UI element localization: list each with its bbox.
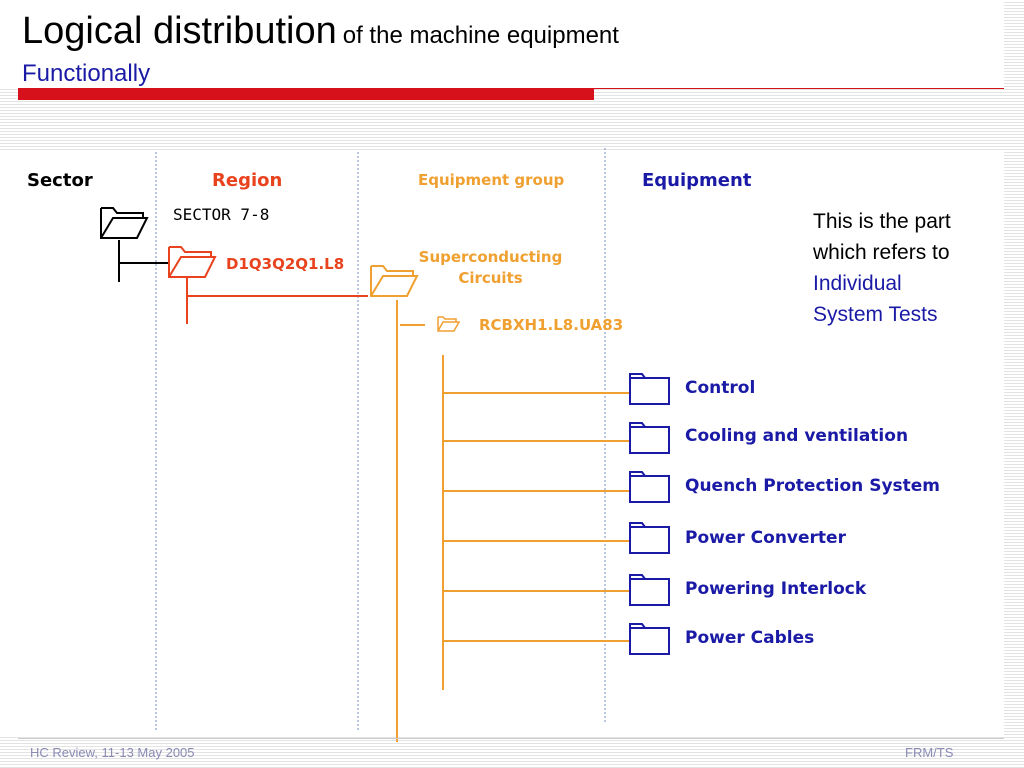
side-note: This is the part which refers to Individ… [813, 206, 951, 330]
title-accent-line [594, 88, 1004, 89]
folder-icon [168, 246, 217, 278]
footer-left: HC Review, 11-13 May 2005 [30, 745, 195, 760]
title-area [0, 0, 1004, 88]
sector-connectors [118, 240, 168, 282]
folder-icon [437, 316, 461, 332]
equipment-item-cooling: Cooling and ventilation [685, 426, 909, 446]
folder-icon [629, 574, 670, 606]
title-subtitle: of the machine equipment [342, 22, 619, 49]
group-connectors [396, 300, 629, 742]
title-accent-bar [18, 88, 594, 100]
tree-group-label-line1: Superconducting [418, 248, 563, 266]
tree-sector-label: SECTOR 7-8 [173, 205, 270, 224]
note-line3: Individual [813, 272, 902, 295]
column-header-region: Region [212, 170, 283, 191]
folder-icon [629, 522, 670, 554]
title-main: Logical distribution [22, 10, 337, 52]
tree-group-label-line2: Circuits [458, 269, 523, 287]
region-connectors [186, 278, 368, 324]
tree-region-label: D1Q3Q2Q1.L8 [226, 255, 345, 273]
column-header-equipment: Equipment [642, 170, 752, 191]
folder-icon [629, 471, 670, 503]
tree-circuit-label: RCBXH1.L8.UA83 [479, 316, 624, 334]
folder-icon [629, 373, 670, 405]
folder-icon [629, 623, 670, 655]
column-header-equipment-group: Equipment group [418, 171, 565, 189]
folder-icon [629, 422, 670, 454]
tree-group-label: Superconducting Circuits [413, 247, 568, 289]
diagram-area [0, 150, 1004, 735]
footer-right: FRM/TS [905, 745, 954, 760]
note-line2: which refers to [813, 241, 950, 264]
equipment-item-qps: Quench Protection System [685, 476, 941, 496]
note-line1: This is the part [813, 210, 951, 233]
footer-divider [18, 738, 1004, 739]
folder-icon [370, 265, 419, 297]
equipment-item-control: Control [685, 378, 756, 398]
equipment-item-power-cables: Power Cables [685, 628, 815, 648]
equipment-item-powering-interlock: Powering Interlock [685, 579, 867, 599]
column-header-sector: Sector [27, 170, 93, 191]
equipment-item-power-converter: Power Converter [685, 528, 846, 548]
note-line4: System Tests [813, 303, 938, 326]
folder-icon [100, 207, 149, 239]
column-separators [155, 148, 606, 730]
title-mode: Functionally [22, 60, 151, 87]
